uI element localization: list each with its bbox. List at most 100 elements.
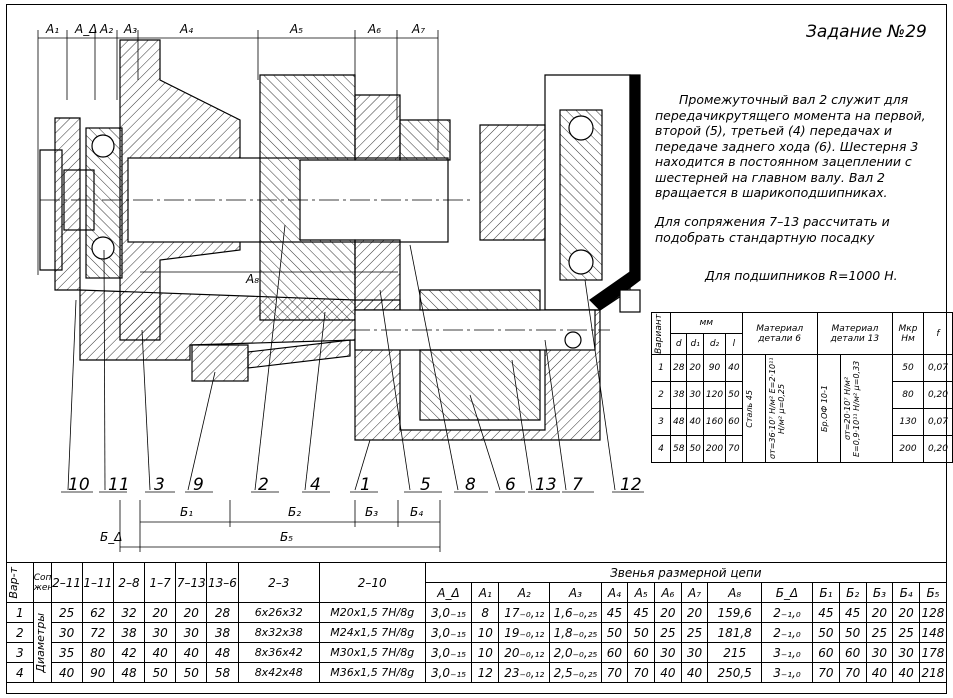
dim-a3: A₃: [123, 22, 137, 36]
dim-b5: Б₅: [280, 530, 293, 544]
bt-chain-cell: 2₋₁,₀: [760, 602, 814, 623]
bt-chain-cell: 3₋₁,₀: [760, 662, 814, 683]
bt-chain-h-4: A₃: [549, 582, 602, 603]
bt-chain-cell: 1,8₋₀,₂₅: [549, 622, 602, 643]
bt-chain-cell: 10: [471, 622, 500, 643]
bt-chain-cell: 2,0₋₀,₂₅: [549, 642, 602, 663]
dim-a1: A₁: [45, 22, 59, 36]
leader-6: 6: [505, 475, 516, 495]
bt-chain-cell: 250,5: [707, 662, 762, 683]
bt-chain-h-10: Б_Δ: [760, 582, 814, 603]
bt-fit-h-3: 2–8: [112, 562, 146, 603]
bt-chain-cell: 25: [680, 622, 709, 643]
bt-chain-cell: 3,0₋₁₅: [424, 642, 473, 663]
bt-chain-cell: 40: [865, 662, 894, 683]
leader-2: 2: [258, 475, 269, 495]
bt-chain-cell: 60: [627, 642, 655, 663]
bt-fit-cell: 8x42x48: [237, 662, 320, 683]
task-description: Промежуточный вал 2 служит для передачик…: [655, 92, 926, 200]
dim-b1: Б₁: [180, 505, 193, 519]
vt-header-mm: мм: [670, 312, 743, 334]
bt-chain-cell: 3₋₁,₀: [760, 642, 814, 663]
assembly-drawing: A₁ A_Δ A₂ A₃ A₄ A₅ A₆ A₇ A₈: [37, 22, 644, 552]
bt-fit-h-8: 2–10: [318, 562, 426, 603]
bt-chain-cell: 3,0₋₁₅: [424, 662, 473, 683]
leader-lines: [61, 224, 644, 493]
bt-chain-cell: 60: [812, 642, 840, 663]
bt-chain-h-2: A₁: [471, 582, 500, 603]
bt-chain-cell: 40: [653, 662, 682, 683]
bt-chain-cell: 23₋₀,₁₂: [498, 662, 551, 683]
bt-chain-cell: 181,8: [707, 622, 762, 643]
dim-a-delta: A_Δ: [74, 22, 97, 36]
bt-fit-cell: 40: [144, 642, 177, 663]
bt-fit-cell: 50: [144, 662, 177, 683]
bt-chain-h-12: Б₂: [838, 582, 867, 603]
leader-3: 3: [154, 475, 165, 495]
bt-fit-cell: 8x36x42: [237, 642, 320, 663]
dim-b4: Б₄: [410, 505, 423, 519]
vt-sub-l: l: [725, 333, 743, 355]
bt-fit-cell: 48: [112, 662, 146, 683]
bt-diameters-label: Диаметры: [32, 602, 52, 683]
bt-fit-cell: 42: [112, 642, 146, 663]
bt-chain-h-5: A₄: [600, 582, 629, 603]
bt-fit-cell: 35: [50, 642, 83, 663]
bt-fit-cell: 40: [175, 642, 208, 663]
bt-fit-cell: 32: [112, 602, 146, 623]
bt-chain-h-7: A₆: [653, 582, 682, 603]
bt-fit-cell: 48: [206, 642, 239, 663]
bt-fit-cell: 62: [81, 602, 114, 623]
dimension-chain-table: Вар-т Сопря-жения 2–11 1–11 2–8 1–7 7–13…: [6, 562, 948, 683]
bt-chain-cell: 40: [680, 662, 709, 683]
bt-chain-cell: 2₋₁,₀: [760, 622, 814, 643]
bt-fit-h-4: 1–7: [144, 562, 177, 603]
bt-fit-h-6: 13–6: [206, 562, 239, 603]
bt-fit-h-7: 2–3: [237, 562, 320, 603]
task-statement: Для сопряжения 7–13 рассчитать и подобра…: [655, 214, 890, 245]
bt-chain-h-9: A₈: [707, 582, 762, 603]
gearbox-section: [39, 39, 641, 441]
bt-fit-cell: 50: [175, 662, 208, 683]
leader-10: 10: [68, 475, 90, 495]
bt-chain-h-15: Б₅: [918, 582, 948, 603]
bt-chain-cell: 50: [838, 622, 867, 643]
bt-chain-cell: 3,0₋₁₅: [424, 602, 473, 623]
leader-5: 5: [420, 475, 431, 495]
vt-header-material13: Материал детали 13: [816, 312, 894, 355]
bt-fit-cell: M20x1,5 7H/8g: [318, 602, 426, 623]
bt-chain-cell: 148: [918, 622, 948, 643]
bt-chain-cell: 30: [865, 642, 894, 663]
vt-header-torque: Мкр Нм: [892, 312, 924, 355]
bt-fit-cell: 80: [81, 642, 114, 663]
leader-12: 12: [620, 475, 642, 495]
top-dimension-labels: A₁ A_Δ A₂ A₃ A₄ A₅ A₆ A₇ A₈: [45, 22, 425, 286]
bt-chain-cell: 25: [653, 622, 682, 643]
bt-fit-cell: 30: [175, 622, 208, 643]
bt-chain-cell: 17₋₀,₁₂: [498, 602, 551, 623]
bt-chain-cell: 20: [680, 602, 709, 623]
bt-header-fits: Сопря-жения: [32, 562, 52, 603]
bt-chain-cell: 20: [865, 602, 894, 623]
leader-9: 9: [193, 475, 204, 495]
bt-fit-cell: 38: [206, 622, 239, 643]
vt-sub-d1: d₁: [686, 333, 704, 355]
bt-chain-cell: 30: [653, 642, 682, 663]
bt-chain-cell: 50: [600, 622, 629, 643]
bt-chain-cell: 1,6₋₀,₂₅: [549, 602, 602, 623]
bt-chain-cell: 45: [812, 602, 840, 623]
vt-header-variant: Вариант: [651, 312, 671, 355]
bt-chain-cell: 19₋₀,₁₂: [498, 622, 551, 643]
bt-fit-cell: 30: [50, 622, 83, 643]
bt-fit-h-1: 2–11: [50, 562, 83, 603]
bt-fit-cell: 38: [112, 622, 146, 643]
dim-a8: A₈: [245, 272, 259, 286]
task-title: Задание №29: [806, 22, 927, 42]
vt-material13-props: σт=20·10⁷ Н/м² E=0,9·10¹¹ Н/м² μ=0,33: [839, 354, 894, 463]
bt-chain-cell: 2,5₋₀,₂₅: [549, 662, 602, 683]
bt-chain-h-8: A₇: [680, 582, 709, 603]
